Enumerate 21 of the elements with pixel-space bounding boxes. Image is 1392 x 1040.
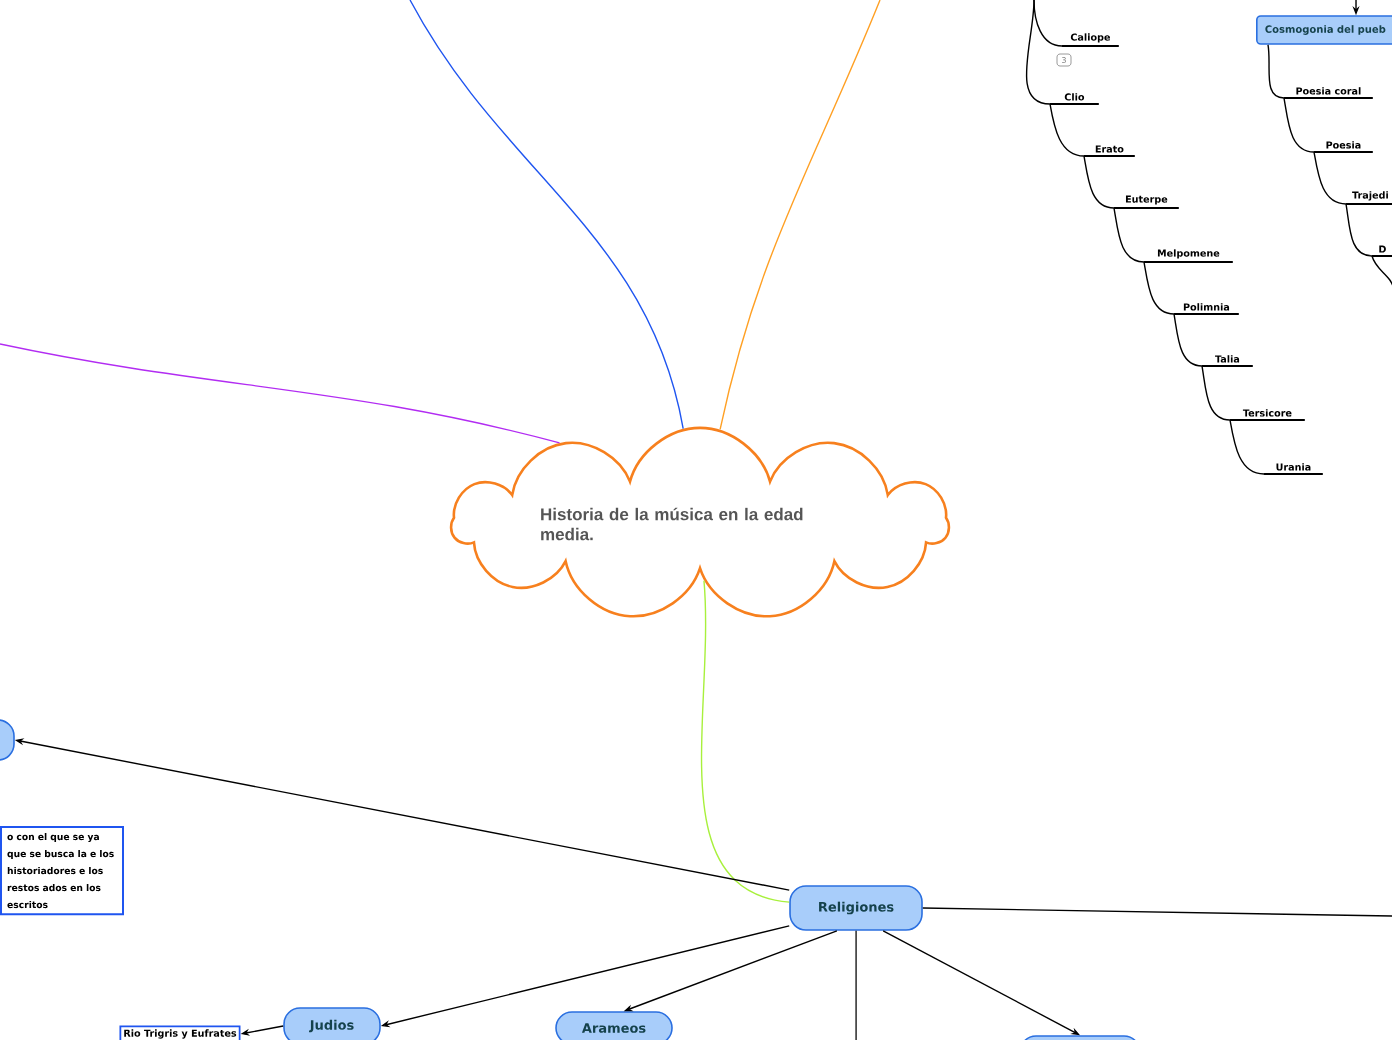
topic-box: [1019, 1035, 1141, 1040]
topic-box: [0, 719, 15, 761]
connector-line: [1113, 207, 1145, 263]
connector-line: [1229, 419, 1265, 475]
connector-line: [1313, 151, 1347, 205]
connector-line: [1049, 103, 1085, 157]
connector-line: [719, 0, 881, 431]
connector-line: [409, 0, 684, 430]
connector-line: [1201, 365, 1231, 421]
connector-line: [1143, 261, 1175, 315]
connector-line: [922, 907, 1392, 917]
connector-line: [1267, 44, 1285, 99]
connector-line: [1083, 155, 1115, 209]
central-cloud: Historia de la música en la edad media.: [449, 426, 951, 618]
connector-line: [1283, 97, 1315, 153]
connector-line: [0, 343, 561, 444]
connector-line: [1345, 203, 1373, 257]
connector-line: [1025, 0, 1051, 105]
connector-line: [1033, 0, 1063, 47]
connector-line: [855, 930, 857, 1040]
connector-line: [1173, 313, 1203, 367]
